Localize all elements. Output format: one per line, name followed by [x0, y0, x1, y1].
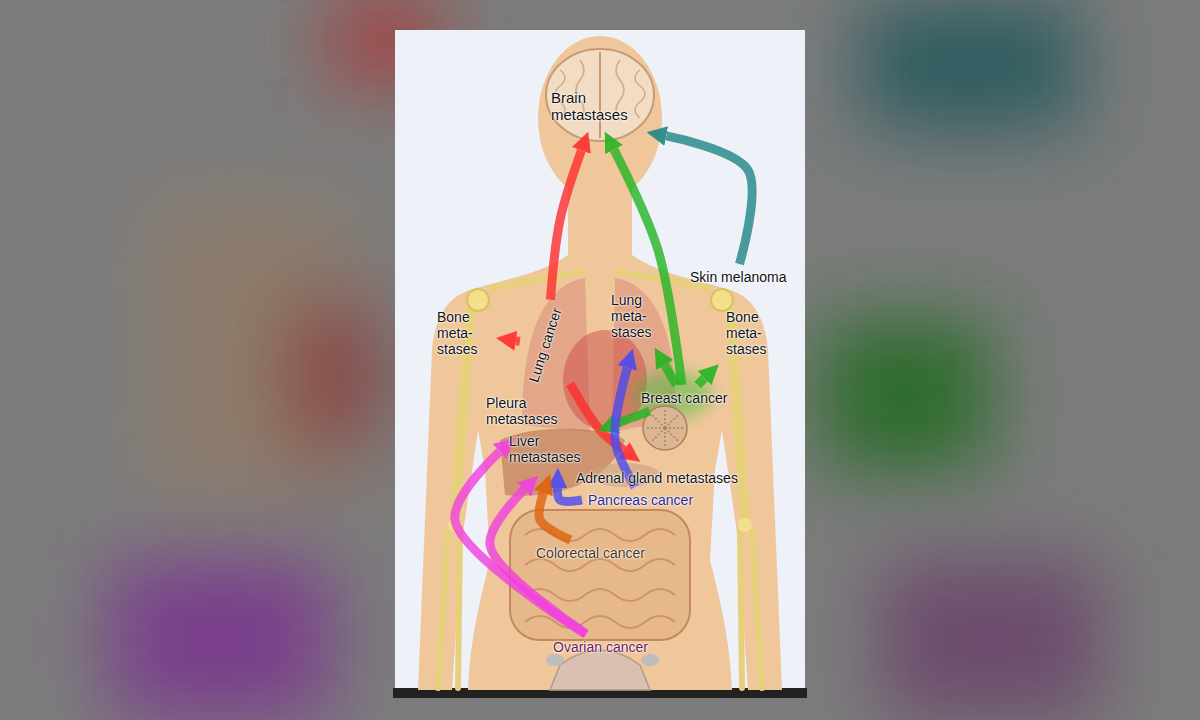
- site-label: Breast cancer: [639, 389, 729, 407]
- site-text: Bone meta- stases: [437, 309, 487, 357]
- metastasis-arrow: [550, 150, 581, 299]
- site-label: Lung meta- stases: [609, 291, 663, 341]
- metastasis-arrow: [557, 488, 582, 501]
- metastasis-arrow: [615, 368, 635, 487]
- site-label: Skin melanoma: [688, 268, 789, 286]
- site-text: Ovarian cancer: [553, 639, 648, 655]
- brain: [546, 49, 654, 141]
- metastasis-arrow: [698, 378, 705, 385]
- metastasis-arrow: [455, 451, 586, 634]
- site-text: Pancreas cancer: [588, 492, 693, 508]
- site-text: Adrenal gland metastases: [576, 470, 738, 486]
- site-label: Lung cancer: [524, 304, 566, 387]
- site-text: Breast cancer: [641, 390, 727, 406]
- metastasis-arrow: [617, 411, 650, 424]
- site-text: Pleura metastases: [486, 395, 566, 427]
- site-label: Pancreas cancer: [586, 491, 695, 509]
- blurred-backdrop: [110, 0, 1100, 720]
- metastasis-arrow: [539, 493, 571, 540]
- site-text: Lung cancer: [525, 306, 564, 384]
- metastasis-arrow: [490, 490, 586, 634]
- metastasis-arrow: [516, 336, 520, 346]
- site-label: Pleura metastases: [484, 394, 568, 428]
- site-text: Lung meta- stases: [611, 292, 661, 340]
- site-text: Liver metastases: [509, 433, 589, 465]
- site-label: Bone meta- stases: [435, 308, 489, 358]
- site-label: Adrenal gland metastases: [574, 469, 740, 487]
- panel: [395, 30, 805, 690]
- site-text: Colorectal cancer: [536, 545, 645, 561]
- metastasis-arrow: [614, 150, 682, 385]
- site-label: Liver metastases: [507, 432, 591, 466]
- metastasis-arrow: [665, 365, 677, 385]
- site-text: Brain metastases: [551, 89, 639, 124]
- site-label: Colorectal cancer: [534, 544, 647, 562]
- site-text: Skin melanoma: [690, 269, 787, 285]
- site-label: Brain metastases: [549, 88, 641, 125]
- site-text: Bone meta- stases: [726, 309, 776, 357]
- body-silhouette: [418, 36, 782, 690]
- site-label: Ovarian cancer: [551, 638, 650, 656]
- metastasis-arrow: [666, 136, 752, 264]
- site-label: Bone meta- stases: [724, 308, 778, 358]
- bones: [438, 272, 762, 688]
